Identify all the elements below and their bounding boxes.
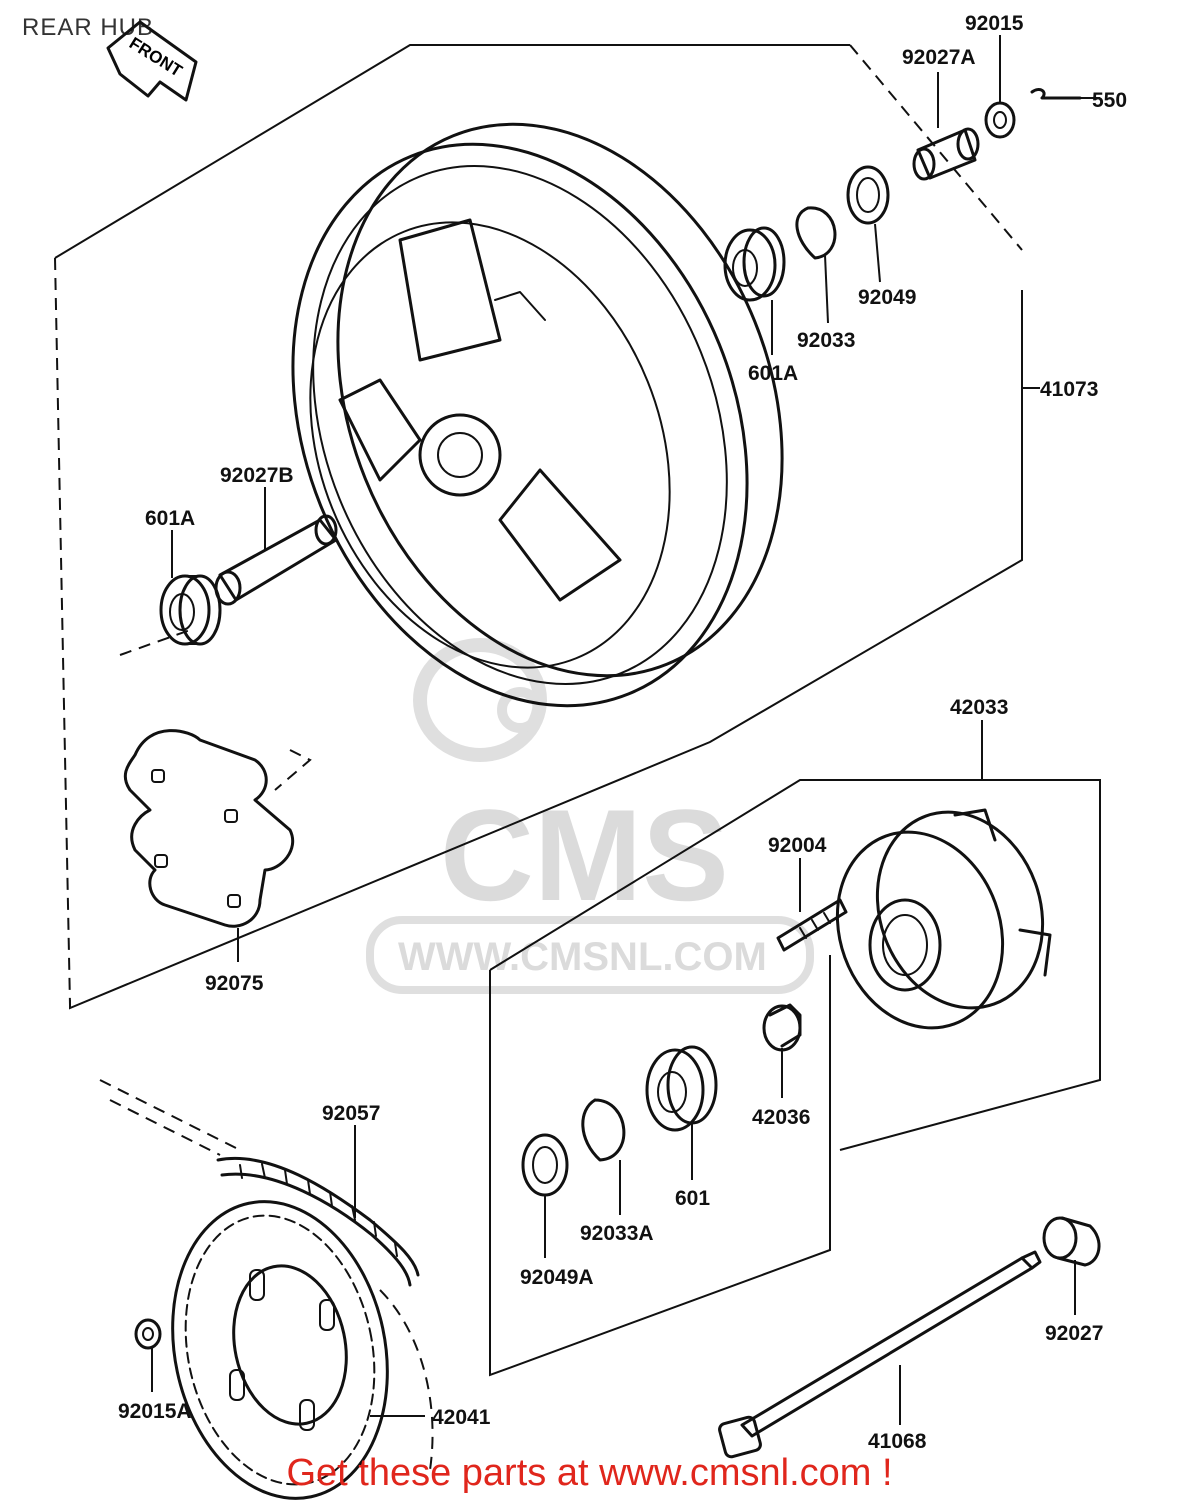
part-label-601[interactable]: 601: [675, 1187, 710, 1210]
nut-92015A: [134, 1318, 162, 1350]
collar-92027: [1042, 1216, 1101, 1267]
coupling-42033: [835, 808, 1052, 1030]
washer-92049: [846, 165, 890, 225]
part-label-92075[interactable]: 92075: [205, 972, 264, 995]
part-number-labels: 92015 92027A 550 92049 92033 601A 41073 …: [118, 12, 1127, 1453]
part-label-42041[interactable]: 42041: [432, 1406, 491, 1429]
part-label-92027A[interactable]: 92027A: [902, 46, 976, 69]
sleeve-42036: [762, 1003, 802, 1052]
part-label-92027B[interactable]: 92027B: [220, 464, 294, 487]
part-label-42036[interactable]: 42036: [752, 1106, 810, 1129]
bearing-601A-left: [159, 574, 222, 646]
axle-41068: [718, 1250, 1042, 1459]
part-label-601A-left[interactable]: 601A: [145, 507, 195, 530]
chain-92057: [216, 1157, 420, 1287]
wheel-group-frame: [54, 44, 850, 259]
part-label-550[interactable]: 550: [1092, 89, 1127, 112]
cotter-pin-550: [1030, 88, 1082, 100]
part-label-41068[interactable]: 41068: [868, 1430, 927, 1453]
footer-link[interactable]: Get these parts at www.cmsnl.com !: [286, 1452, 893, 1494]
damper-92075: [123, 729, 295, 928]
watermark-url: WWW.CMSNL.COM: [398, 935, 767, 979]
collar-92027A: [912, 127, 980, 181]
part-label-42033[interactable]: 42033: [950, 696, 1008, 719]
part-label-92027[interactable]: 92027: [1045, 1322, 1103, 1345]
part-label-92004[interactable]: 92004: [768, 834, 827, 857]
leader-lines: [151, 35, 1100, 1425]
part-label-92015[interactable]: 92015: [965, 12, 1024, 35]
collar-92027B: [214, 514, 338, 606]
circlip-92033: [795, 206, 837, 260]
part-label-92015A[interactable]: 92015A: [118, 1400, 192, 1423]
part-label-92033A[interactable]: 92033A: [580, 1222, 654, 1245]
part-label-41073[interactable]: 41073: [1040, 378, 1098, 401]
nut-92015: [984, 101, 1016, 139]
part-label-92049A[interactable]: 92049A: [520, 1266, 594, 1289]
hub-group-frame: [489, 779, 1101, 1151]
bearing-601A-right: [723, 226, 786, 302]
part-label-92049[interactable]: 92049: [858, 286, 916, 309]
rear-wheel-41073: [291, 122, 784, 708]
sprocket-42041: [171, 1200, 389, 1500]
washer-92049A: [521, 1133, 569, 1197]
circlip-92033A: [581, 1098, 626, 1162]
front-direction-arrow: FRONT: [106, 20, 198, 102]
part-label-92033[interactable]: 92033: [797, 329, 855, 352]
watermark: CMS WWW.CMSNL.COM: [366, 638, 814, 994]
stud-92004: [776, 898, 848, 952]
part-label-92057[interactable]: 92057: [322, 1102, 380, 1125]
bearing-601: [645, 1045, 718, 1132]
watermark-logo: CMS: [440, 782, 729, 928]
front-arrow-label: FRONT: [126, 34, 186, 81]
part-label-601A-right[interactable]: 601A: [748, 362, 798, 385]
